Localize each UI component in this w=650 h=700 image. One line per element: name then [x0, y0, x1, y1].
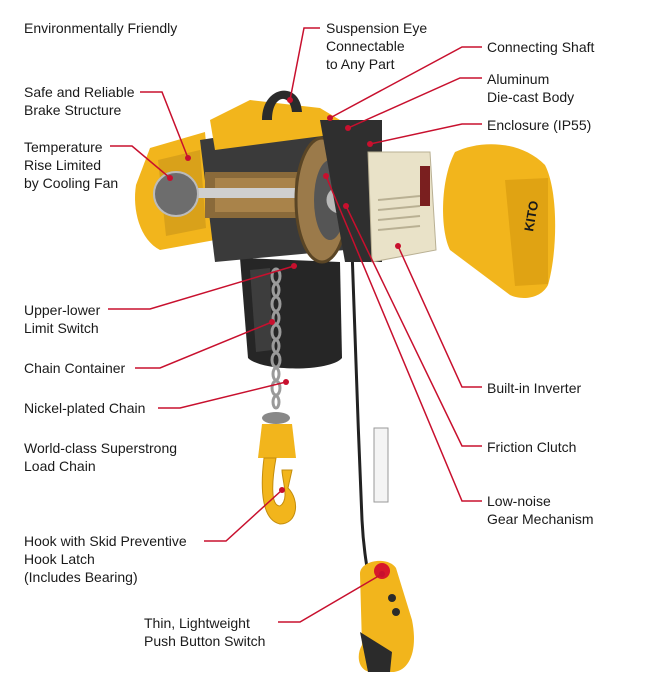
label-aluminum-body: Aluminum Die-cast Body [487, 71, 575, 105]
label-hook-latch: Hook with Skid Preventive Hook Latch (In… [24, 533, 187, 585]
label-suspension-eye: Suspension Eye Connectable to Any Part [326, 20, 428, 72]
leader-hook-latch [204, 489, 283, 542]
label-cooling-fan: Temperature Rise Limited by Cooling Fan [24, 139, 119, 191]
label-connecting-shaft: Connecting Shaft [487, 39, 595, 55]
label-inverter: Built-in Inverter [487, 380, 582, 396]
leader-nickel-chain [158, 381, 287, 409]
pendant-cable [350, 249, 374, 601]
label-load-chain: World-class Superstrong Load Chain [24, 440, 178, 474]
leader-inverter [397, 245, 482, 388]
leader-gear [325, 175, 482, 502]
leader-aluminum-body [347, 77, 482, 129]
leader-limit-switch [108, 265, 295, 310]
label-chain-container: Chain Container [24, 360, 126, 376]
leader-friction-clutch [345, 205, 482, 447]
leader-dots [167, 97, 401, 577]
leader-brake [140, 91, 189, 159]
label-gear-mechanism: Low-noise Gear Mechanism [487, 493, 594, 527]
label-push-button: Thin, Lightweight Push Button Switch [144, 615, 266, 649]
label-friction-clutch: Friction Clutch [487, 439, 577, 455]
label-brake-structure: Safe and Reliable Brake Structure [24, 84, 135, 118]
aluminum-body [320, 120, 382, 262]
label-nickel-chain: Nickel-plated Chain [24, 400, 146, 416]
leader-push-button [278, 573, 383, 623]
label-limit-switch: Upper-lower Limit Switch [24, 302, 101, 336]
leader-enclosure [369, 123, 482, 145]
leader-suspension-eye [289, 27, 320, 101]
leader-connecting-shaft [329, 46, 482, 119]
hook [261, 457, 296, 525]
enclosure-logo: KITO [521, 200, 541, 233]
cooling-fan [153, 171, 199, 217]
label-enclosure: Enclosure (IP55) [487, 117, 592, 133]
leader-chain-container [135, 321, 273, 369]
warning-tag [373, 427, 389, 503]
hook-block [258, 424, 296, 458]
leader-cooling-fan [110, 145, 171, 179]
leader-lines [108, 27, 482, 623]
load-chain [270, 267, 282, 410]
label-environmentally-friendly: Environmentally Friendly [24, 20, 178, 36]
top-shell [210, 100, 340, 150]
